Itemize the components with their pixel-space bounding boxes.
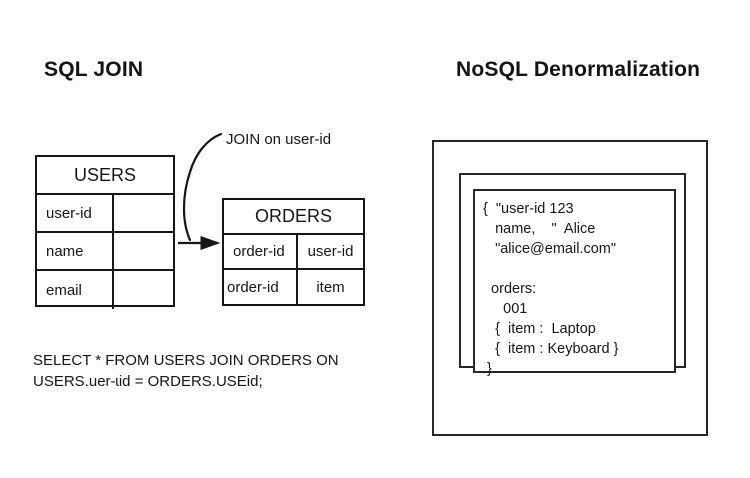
users-cell-value-0	[114, 195, 173, 231]
nosql-denormalization-title: NoSQL Denormalization	[456, 58, 701, 81]
table-row: order-id user-id	[224, 235, 363, 270]
nosql-document-json-text: { "user-id 123 name, " Alice "alice@emai…	[483, 201, 619, 377]
document-collection-outer-box	[432, 140, 708, 436]
users-cell-value-2	[114, 271, 173, 309]
orders-cell-field-1: order-id	[224, 270, 298, 305]
sql-join-title: SQL JOIN	[44, 58, 144, 81]
users-table: USERS user-id name email	[35, 155, 175, 309]
table-row: user-id	[37, 195, 173, 233]
table-row: order-id item	[224, 270, 363, 305]
users-table-header: USERS	[37, 157, 173, 195]
users-cell-value-1	[114, 233, 173, 269]
table-row: email	[37, 271, 173, 309]
users-cell-field-0: user-id	[37, 195, 114, 231]
orders-cell-value-0: user-id	[307, 243, 354, 260]
join-annotation-label: JOIN on user-id	[226, 131, 332, 148]
sql-query-text: SELECT * FROM USERS JOIN ORDERS ON USERS…	[33, 352, 339, 390]
orders-table: ORDERS order-id user-id order-id item	[222, 198, 365, 306]
join-curve-line	[182, 132, 223, 242]
users-cell-field-1: name	[37, 233, 114, 269]
orders-cell-field-0: order-id	[224, 235, 298, 268]
orders-table-header: ORDERS	[224, 200, 363, 235]
users-cell-field-2: email	[37, 271, 114, 309]
document-front-box	[473, 189, 676, 373]
table-row: name	[37, 233, 173, 271]
orders-cell-value-1: item	[316, 279, 345, 296]
